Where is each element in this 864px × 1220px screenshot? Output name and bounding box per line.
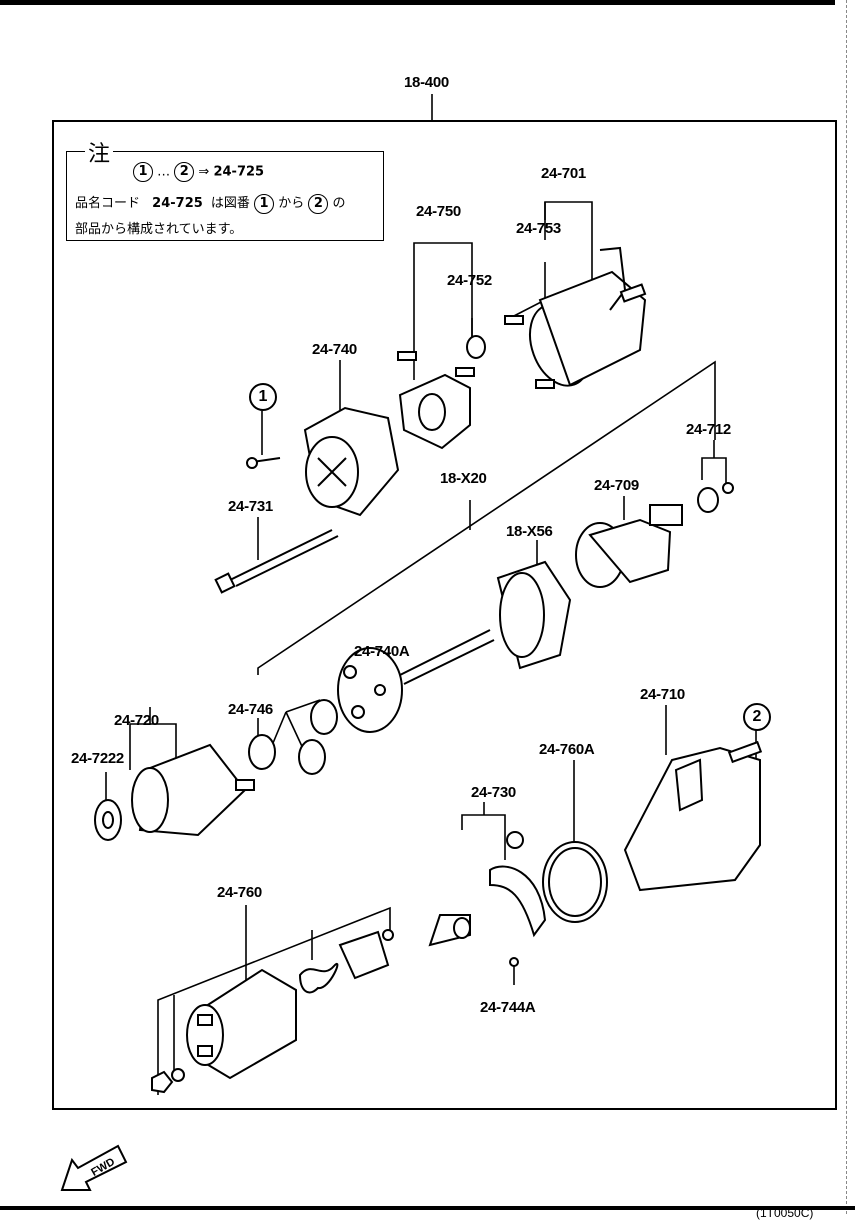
note-line-2: 品名コード 24-725 は図番 1 から 2 の (75, 192, 346, 214)
note-line2-c: から (278, 196, 305, 211)
diagram-frame (52, 120, 837, 1110)
part-label-24-753[interactable]: 24-753 (516, 220, 561, 237)
note-range-end: 2 (174, 162, 195, 182)
note-title: 注 (85, 136, 114, 168)
note-arrow: ⇒ (198, 164, 210, 180)
note-line2-circle-2: 2 (308, 193, 329, 214)
part-label-24-730[interactable]: 24-730 (471, 784, 516, 801)
part-label-24-740a[interactable]: 24-740A (354, 643, 410, 660)
note-line2-a: 品名コード (75, 196, 141, 211)
part-label-24-701[interactable]: 24-701 (541, 165, 586, 182)
part-label-24-731[interactable]: 24-731 (228, 498, 273, 515)
part-label-24-720[interactable]: 24-720 (114, 712, 159, 729)
callout-1[interactable]: 1 (249, 383, 277, 411)
part-label-18-x20[interactable]: 18-X20 (440, 470, 487, 487)
part-label-24-750[interactable]: 24-750 (416, 203, 461, 220)
part-label-24-746[interactable]: 24-746 (228, 701, 273, 718)
fwd-arrow-icon: FWD (60, 1144, 128, 1191)
part-label-24-760a[interactable]: 24-760A (539, 741, 595, 758)
part-label-24-709[interactable]: 24-709 (594, 477, 639, 494)
note-line-3: 部品から構成されています。 (75, 222, 243, 237)
part-label-24-7222[interactable]: 24-7222 (71, 750, 124, 767)
note-line2-code: 24-725 (152, 196, 203, 211)
note-range-target: 24-725 (213, 164, 265, 180)
part-label-24-760[interactable]: 24-760 (217, 884, 262, 901)
part-label-24-744a[interactable]: 24-744A (480, 999, 536, 1016)
note-box: 注 1 … 2 ⇒ 24-725 品名コード 24-725 は図番 1 から 2… (66, 136, 384, 241)
assembly-ref-label[interactable]: 18-400 (404, 74, 449, 91)
part-label-18-x56[interactable]: 18-X56 (506, 523, 553, 540)
note-line2-b: は図番 (210, 196, 250, 211)
note-line2-circle-1: 1 (254, 193, 275, 214)
note-range-line: 1 … 2 ⇒ 24-725 (133, 162, 264, 182)
part-label-24-740[interactable]: 24-740 (312, 341, 357, 358)
part-label-24-712[interactable]: 24-712 (686, 421, 731, 438)
page-edge (846, 0, 861, 1214)
bottom-rule (0, 1206, 855, 1210)
note-range-start: 1 (133, 162, 153, 182)
part-label-24-710[interactable]: 24-710 (640, 686, 685, 703)
part-label-24-752[interactable]: 24-752 (447, 272, 492, 289)
footer-code: (1T0050C) (756, 1206, 814, 1220)
note-line2-d: の (332, 196, 346, 211)
callout-2[interactable]: 2 (743, 703, 771, 731)
top-rule (0, 0, 835, 5)
note-range-sep: … (157, 164, 171, 180)
